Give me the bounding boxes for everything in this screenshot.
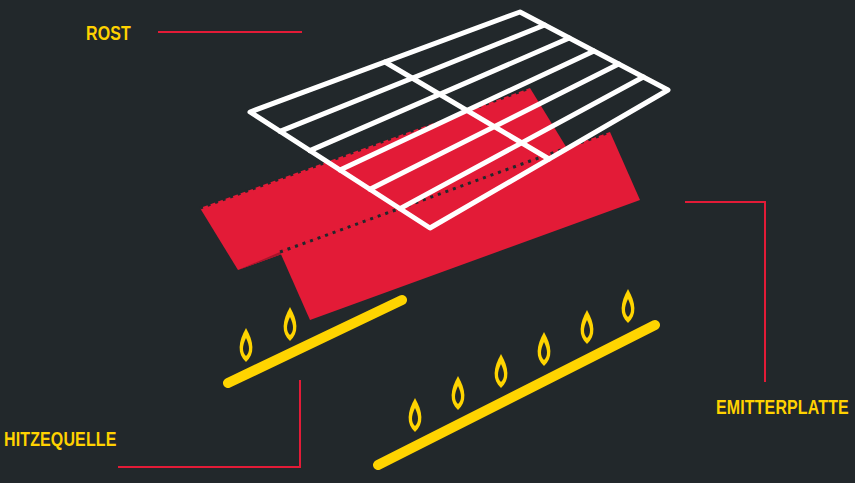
part-label: HITZEQUELLE	[4, 428, 117, 449]
grate-bar	[340, 51, 594, 170]
burner	[378, 289, 655, 465]
leader-line	[118, 380, 300, 467]
grate	[250, 12, 668, 228]
part-label: EMITTERPLATTE	[716, 396, 849, 417]
leader-lines	[118, 32, 765, 467]
grate-bar	[385, 62, 549, 159]
leader-line	[158, 31, 302, 33]
leader-line	[685, 202, 765, 382]
part-label: ROST	[86, 22, 131, 43]
